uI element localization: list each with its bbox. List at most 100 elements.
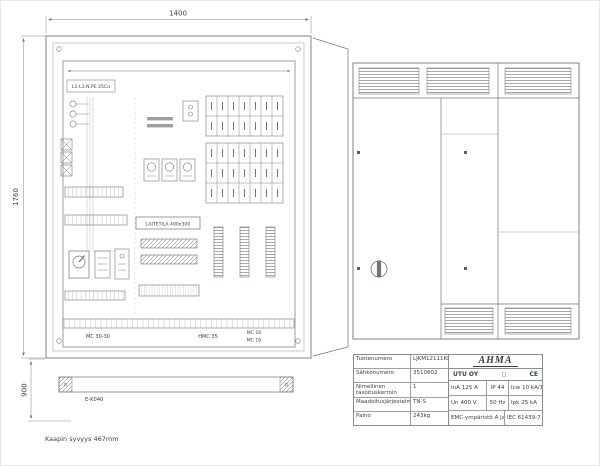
nameplate-ratings: AHMA UTU OY □ CE InA 125 A IP 44 Icw 10 … [449,354,543,426]
rail-label-right-1: MC 16 [247,330,262,336]
dimension-height: 1760 [12,35,45,359]
company-row: UTU OY □ CE [449,369,542,381]
nameplate-row-value: TN-S [413,399,426,406]
fuse-switch-units [60,138,73,177]
nameplate-row-value: 1 [413,383,417,390]
rating-label: InA [451,385,460,391]
nameplate-row-label: Nimellinen tasoituskerroin [354,382,411,398]
mounting-holes [56,46,301,344]
nameplate: Tuotenumero LJKM12111KK Sähkönumero 3510… [353,354,543,426]
ratings-row: EMC-ympäristö A ja B IEC 61439-7 [449,411,542,425]
neutral-earth-busbars [147,117,173,128]
door-locks [357,151,467,270]
dimension-width-label: 1400 [169,10,187,18]
depth-note: Kaapin syvyys 467mm [45,435,119,443]
main-switch [68,250,90,279]
enclosure-front-view [352,62,580,340]
bottom-terminal-rail [62,318,295,329]
terminal-block-hatched [140,238,198,249]
rating-label: Un [451,400,459,406]
nameplate-row-label: Tuotenumero [354,355,411,368]
meter-devices [143,158,196,182]
lock-icon [464,151,467,154]
rating-cell-icw: Icw 10 kA/1s [509,381,542,395]
terminal-block-hatched [140,254,198,265]
rating-value: 125 A [461,385,478,391]
rating-cell-standard: IEC 61439-7 [505,411,542,425]
rating-cell-freq: 50 Hz [487,396,509,410]
terminal-strip [64,186,124,198]
cable-duct-bar [58,376,294,393]
terminal-strip [64,290,126,301]
rail-label-left: MC 30-30 [86,334,110,340]
contactor-device [114,248,130,280]
nameplate-row-value: 3510802 [413,369,438,376]
ventilation-louvers [358,67,572,335]
incoming-supply-label: L1-L3,N,PE 25Cu [66,79,116,93]
breaker-bank-upper [205,95,284,137]
nameplate-info-table: Tuotenumero LJKM12111KK Sähkönumero 3510… [353,354,449,426]
control-device [94,250,111,279]
nameplate-row: Sähkönumero 3510802 [354,368,448,383]
vertical-wiring-ducts [213,226,276,278]
dimension-base: 900 [21,358,71,422]
equipment-space: LAITETILA 400x300 [135,216,201,230]
rating-cell-ip: IP 44 [487,381,509,395]
nameplate-row-value: LJKM12111KK [413,356,448,362]
brand-logo: AHMA [449,355,542,369]
rating-value: A ja B [494,415,505,421]
nameplate-row-label: Maadoitusjärjestelmä [354,398,411,412]
rating-label: EMC-ympäristö [451,415,493,421]
rating-cell-ina: InA 125 A [449,381,487,395]
breaker-bank-lower [205,142,284,204]
ratings-row: InA 125 A IP 44 Icw 10 kA/1s [449,381,542,396]
rail-label-right-2: MC 16 [247,338,262,344]
lock-icon [464,267,467,270]
nameplate-row-value: 243kg [413,413,431,420]
lock-icon [357,267,360,270]
dimension-height-label: 1760 [12,188,20,206]
incoming-supply-text: L1-L3,N,PE 25Cu [72,84,110,90]
nameplate-row-label: Paino [354,412,411,426]
brand-logo-text: AHMA [473,356,518,367]
rail-label-mid: HMC 35 [198,334,218,340]
ventilation-louver [444,307,494,335]
duct-label: E-K040 [85,397,103,403]
ratings-row: Un 400 V 50 Hz Ipk 25 kA [449,396,542,411]
nameplate-row-label: Sähkönumero [354,368,411,382]
cabinet-layout-drawing: 1400 1760 900 [12,10,349,443]
rating-value: 50 Hz [489,400,506,406]
rating-cell-emc: EMC-ympäristö A ja B [449,411,505,425]
ventilation-louver [504,67,572,95]
door-open-swing [312,37,349,357]
ce-mark: CE [529,371,538,378]
rating-label: Icw [511,385,521,391]
terminal-strip [64,214,128,226]
rating-value: 10 kA/1s [522,385,542,391]
nameplate-row: Nimellinen tasoituskerroin 1 [354,382,448,399]
rating-cell-ipk: Ipk 25 kA [509,396,542,410]
main-switch-handle [370,260,388,278]
ventilation-louver [358,67,420,95]
equipment-space-label: LAITETILA 400x300 [146,222,191,228]
nameplate-row: Paino 243kg [354,412,448,426]
dimension-base-label: 900 [21,383,29,396]
nameplate-row: Tuotenumero LJKM12111KK [354,355,448,369]
rating-value: 400 V [460,400,477,406]
wiring-lines [86,97,115,252]
ventilation-louver [504,307,572,335]
ventilation-louver [426,67,490,95]
wire-marker-rail [138,284,200,297]
rating-label: Ipk [511,400,520,406]
incoming-terminals [69,100,89,128]
enclosure-outline [352,62,580,340]
lock-icon [357,151,360,154]
nameplate-row: Maadoitusjärjestelmä TN-S [354,398,448,413]
auxiliary-unit [182,100,199,122]
cabinet-outline [45,35,349,359]
rating-value: IEC 61439-7 [507,415,541,421]
rating-cell-un: Un 400 V [449,396,487,410]
dimension-width: 1400 [45,10,312,33]
